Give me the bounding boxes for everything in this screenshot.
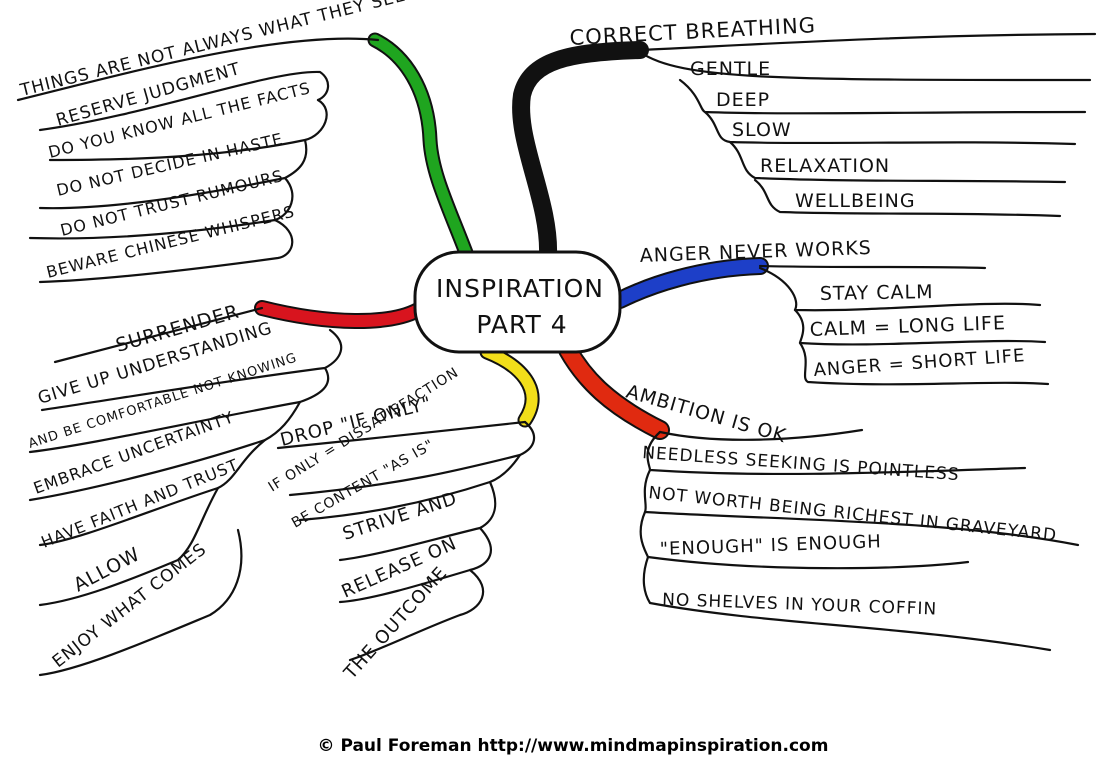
- topic-gentle: GENTLE: [690, 58, 771, 80]
- topic-things-not-what-they-seem: THINGS ARE NOT ALWAYS WHAT THEY SEEM: [17, 0, 423, 101]
- topic-needless-seeking: NEEDLESS SEEKING IS POINTLESS: [642, 443, 961, 485]
- branch-ambition-is-ok: AMBITION IS OK NEEDLESS SEEKING IS POINT…: [624, 381, 1080, 652]
- branch-correct-breathing: CORRECT BREATHING GENTLE DEEP SLOW RELAX…: [569, 13, 1097, 218]
- blue-branch: [613, 259, 767, 307]
- branch-title-anger-never-works: ANGER NEVER WORKS: [639, 237, 872, 267]
- branch-things-not-what-they-seem: THINGS ARE NOT ALWAYS WHAT THEY SEEM RES…: [16, 0, 423, 284]
- topic-stay-calm: STAY CALM: [820, 281, 934, 305]
- central-node: [413, 250, 622, 354]
- branch-anger-never-works: ANGER NEVER WORKS STAY CALM CALM = LONG …: [639, 237, 1050, 386]
- black-branch: [512, 41, 649, 264]
- copyright-credit: © Paul Foreman http://www.mindmapinspira…: [318, 736, 829, 756]
- topic-beware-chinese-whispers: BEWARE CHINESE WHISPERS: [44, 202, 296, 282]
- topic-enough-is-enough: "ENOUGH" IS ENOUGH: [659, 531, 882, 560]
- branch-drop-if-only: DROP "IF ONLY" IF ONLY = DISSATISFACTION…: [266, 365, 536, 684]
- topic-anger-short-life: ANGER = SHORT LIFE: [813, 345, 1026, 381]
- yellow-branch: [481, 346, 538, 426]
- topic-wellbeing: WELLBEING: [795, 190, 916, 212]
- topic-calm-long-life: CALM = LONG LIFE: [809, 312, 1006, 341]
- topic-no-shelves-in-coffin: NO SHELVES IN YOUR COFFIN: [662, 590, 938, 620]
- topic-deep: DEEP: [716, 89, 770, 111]
- orange-branch: [560, 342, 668, 438]
- central-title-line1: INSPIRATION: [436, 274, 604, 303]
- branch-title-correct-breathing: CORRECT BREATHING: [569, 13, 817, 50]
- topic-relaxation: RELAXATION: [760, 155, 890, 177]
- branch-surrender: SURRENDER GIVE UP UNDERSTANDING AND BE C…: [27, 301, 343, 677]
- topic-slow: SLOW: [732, 119, 792, 141]
- green-branch-fill: [369, 34, 474, 264]
- central-title-line2: PART 4: [476, 310, 567, 339]
- red-branch: [256, 302, 424, 327]
